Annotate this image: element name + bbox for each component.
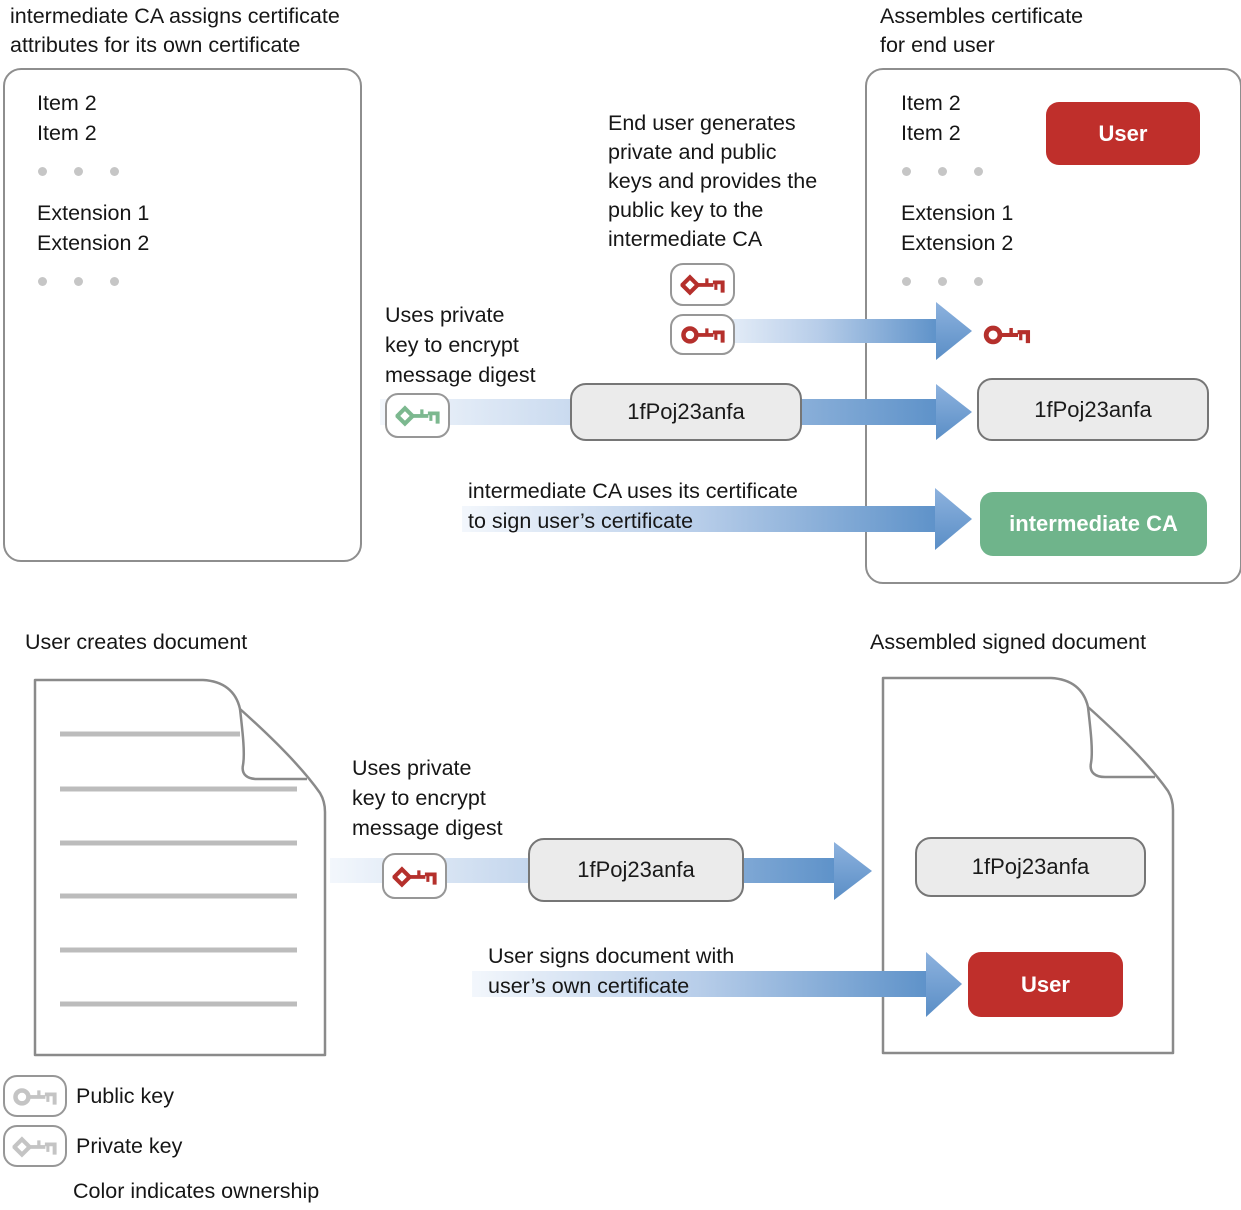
- private-key-icon-box: [385, 393, 450, 438]
- private-key-icon: [680, 271, 726, 298]
- cert-extension: Extension 2: [901, 231, 1014, 255]
- cert-extension: Extension 1: [901, 201, 1014, 225]
- cert-item: Item 2: [901, 91, 961, 115]
- ellipsis-dots: [902, 277, 983, 286]
- sign-document-note: User signs document with user’s own cert…: [488, 944, 735, 998]
- private-key-icon: [392, 863, 438, 890]
- cert-extension: Extension 1: [37, 201, 150, 225]
- public-key-icon: [12, 1083, 58, 1110]
- arrow-sign-document: [472, 952, 962, 1017]
- hash-box: 1fPoj23anfa: [915, 837, 1146, 897]
- hash-box: 1fPoj23anfa: [528, 838, 744, 902]
- document-graphic-user: [33, 678, 327, 1057]
- user-creates-document-title: User creates document: [25, 630, 248, 654]
- hash-box: 1fPoj23anfa: [570, 383, 802, 441]
- digest-note: Uses private key to encrypt message dige…: [385, 303, 536, 387]
- user-badge: User: [968, 952, 1123, 1017]
- intermediate-ca-cert-title: intermediate CA assigns certificate attr…: [10, 4, 340, 57]
- assembled-document-title: Assembled signed document: [870, 630, 1147, 654]
- ellipsis-dots: [38, 277, 119, 286]
- hash-box: 1fPoj23anfa: [977, 378, 1209, 441]
- cert-item: Item 2: [37, 121, 97, 145]
- public-key-icon: [983, 320, 1031, 349]
- cert-box-intermediate-ca: [3, 68, 362, 562]
- arrow-sign-certificate: [462, 488, 972, 550]
- legend-private-key-label: Private key: [76, 1134, 183, 1158]
- digest-note: Uses private key to encrypt message dige…: [352, 756, 503, 840]
- cert-item: Item 2: [37, 91, 97, 115]
- private-key-icon: [12, 1133, 58, 1160]
- private-key-icon: [395, 402, 441, 429]
- intermediate-ca-badge: intermediate CA: [980, 492, 1207, 556]
- private-key-icon-box: [670, 263, 735, 306]
- legend-note: Color indicates ownership: [73, 1179, 320, 1203]
- ellipsis-dots: [38, 167, 119, 176]
- public-key-icon: [680, 321, 726, 348]
- cert-item: Item 2: [901, 121, 961, 145]
- legend-private-key-box: [3, 1125, 67, 1167]
- end-user-keys-note: End user generates private and public ke…: [608, 111, 818, 251]
- sign-cert-note: intermediate CA uses its certificate to …: [468, 479, 798, 533]
- cert-extension: Extension 2: [37, 231, 150, 255]
- ellipsis-dots: [902, 167, 983, 176]
- private-key-icon-box: [382, 853, 447, 899]
- user-badge: User: [1046, 102, 1200, 165]
- legend-public-key-box: [3, 1075, 67, 1117]
- public-key-icon-box: [670, 314, 735, 355]
- assembles-cert-title: Assembles certificate for end user: [880, 4, 1084, 57]
- arrow-public-key-to-ca: [700, 302, 972, 360]
- legend-public-key-label: Public key: [76, 1084, 174, 1108]
